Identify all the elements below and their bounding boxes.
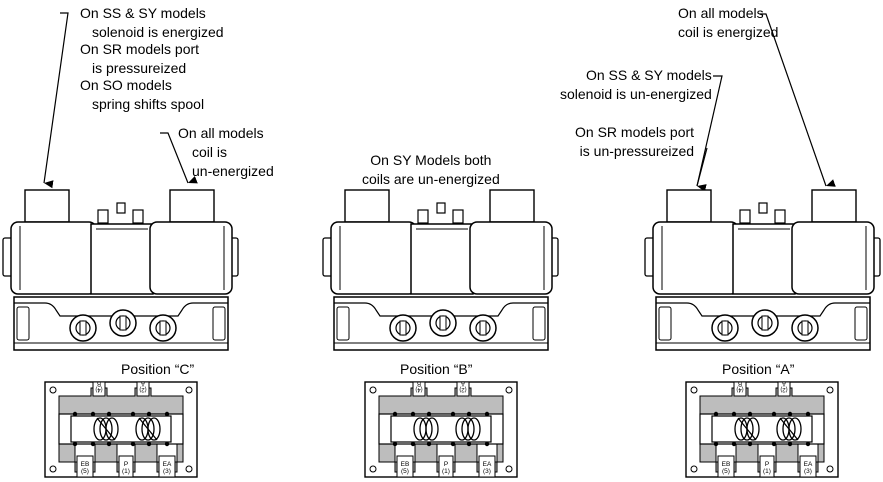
left-sr-note: On SR models port is pressureized bbox=[80, 41, 200, 76]
spring-coil bbox=[776, 417, 802, 441]
port-label: EB bbox=[401, 461, 410, 468]
port-label: A bbox=[141, 380, 145, 386]
port-label: EB bbox=[722, 461, 731, 468]
spool-springs bbox=[93, 417, 802, 441]
port-label: (4) bbox=[736, 386, 743, 392]
left-so-note: On SO models spring shifts spool bbox=[80, 77, 205, 112]
position-a-caption: Position “A” bbox=[722, 361, 795, 377]
right-coil-note: On all models coil is energized bbox=[678, 5, 779, 40]
schematic-position-a bbox=[685, 381, 839, 478]
port-label: (1) bbox=[122, 468, 130, 475]
spring-coil bbox=[455, 417, 481, 441]
port-label: EA bbox=[163, 461, 172, 468]
port-label: (4) bbox=[415, 386, 422, 392]
port-labels: B(4)A(2)EB(5)P(1)EA(3)B(4)A(2)EB(5)P(1)E… bbox=[81, 380, 813, 475]
port-label: (1) bbox=[442, 468, 450, 475]
port-label: B bbox=[97, 380, 101, 386]
spring-coil bbox=[413, 417, 439, 441]
port-label: (2) bbox=[780, 386, 787, 392]
port-label: (5) bbox=[81, 468, 89, 475]
right-sr-note: On SR models port is un-pressureized bbox=[575, 124, 695, 159]
port-label: B bbox=[738, 380, 742, 386]
valve-body-position-c bbox=[2, 189, 239, 351]
port-label: A bbox=[782, 380, 786, 386]
port-label: A bbox=[461, 380, 465, 386]
middle-sy-note: On SY Models both coils are un-energized bbox=[362, 152, 500, 187]
position-b-caption: Position “B” bbox=[400, 361, 473, 377]
left-coil-note: On all models coil is un-energized bbox=[178, 125, 274, 179]
valve-body-position-a bbox=[644, 189, 881, 351]
port-label: P bbox=[124, 461, 128, 468]
right-ss-sy-note: On SS & SY models solenoid is un-energiz… bbox=[560, 67, 712, 102]
port-label: (5) bbox=[401, 468, 409, 475]
port-label: EB bbox=[81, 461, 90, 468]
port-label: (2) bbox=[459, 386, 466, 392]
port-label: P bbox=[444, 461, 448, 468]
schematic-position-c bbox=[44, 381, 198, 478]
schematic-position-b bbox=[364, 381, 518, 478]
port-label: (2) bbox=[139, 386, 146, 392]
port-label: EA bbox=[483, 461, 492, 468]
position-c-caption: Position “C” bbox=[121, 361, 195, 377]
port-label: (4) bbox=[95, 386, 102, 392]
spring-coil bbox=[734, 417, 760, 441]
port-label: (3) bbox=[483, 468, 491, 475]
port-label: (1) bbox=[763, 468, 771, 475]
port-label: (5) bbox=[722, 468, 730, 475]
port-label: B bbox=[417, 380, 421, 386]
port-label: (3) bbox=[804, 468, 812, 475]
spring-coil bbox=[93, 417, 119, 441]
port-label: (3) bbox=[163, 468, 171, 475]
left-ss-sy-note: On SS & SY models solenoid is energized bbox=[80, 5, 224, 40]
valve-body-position-b bbox=[322, 189, 559, 351]
port-label: P bbox=[765, 461, 769, 468]
spring-coil bbox=[135, 417, 161, 441]
port-label: EA bbox=[804, 461, 813, 468]
